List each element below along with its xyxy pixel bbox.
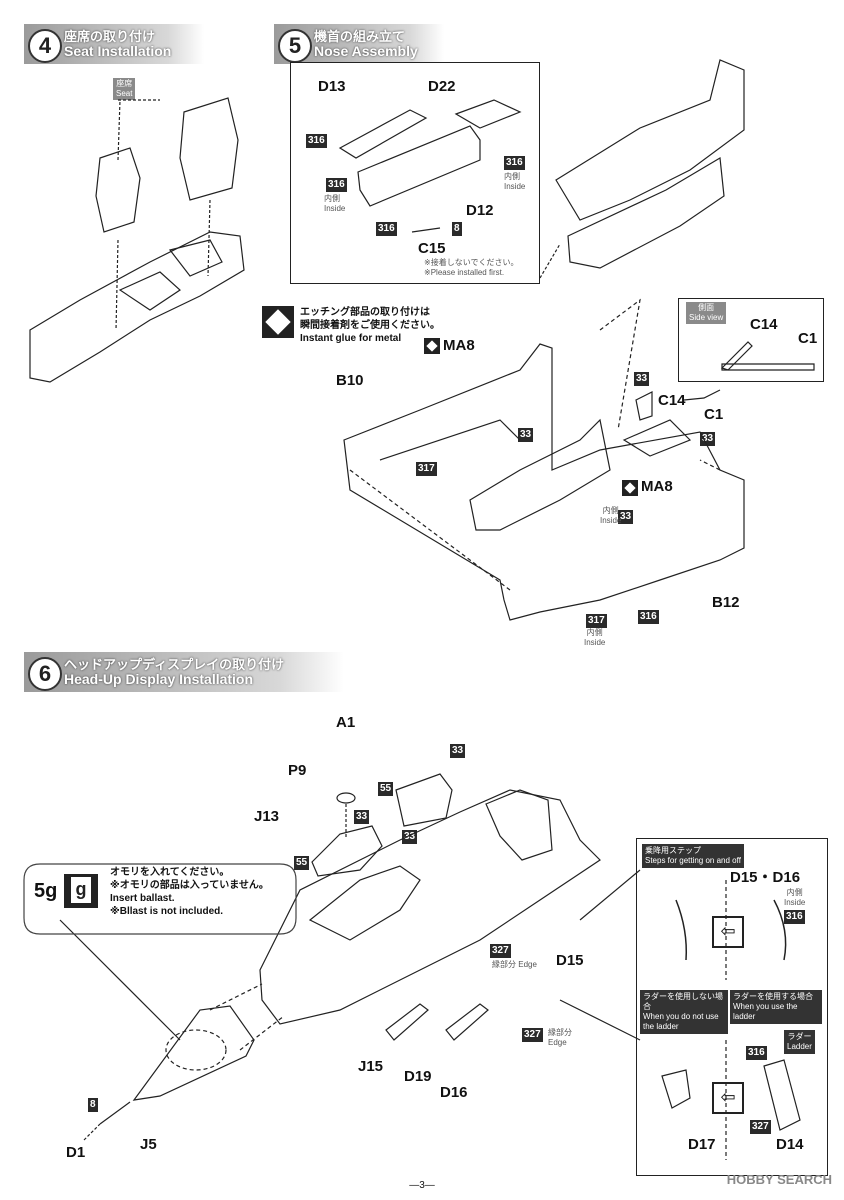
glue-badge-316-b: 316: [326, 178, 347, 192]
glue-badge-8: 8: [452, 222, 462, 236]
step6-number: 6: [28, 657, 62, 691]
ballast-bubble: [23, 863, 297, 935]
glue-badge-316-c: 316: [504, 156, 525, 170]
etch-note: エッチング部品の取り付けは 瞬間接着剤をご使用ください。 Instant glu…: [300, 307, 440, 344]
glue-badge-55-b: 55: [294, 856, 310, 870]
glue-badge-316-a: 316: [306, 134, 327, 148]
glue-badge-316-ladder-b: 316: [746, 1046, 767, 1060]
fuselage-drawing: [343, 298, 745, 621]
seat-tag: 座席 Seat: [113, 78, 136, 100]
ma8-diamond-icon-a: [424, 338, 440, 354]
part-d16: D16: [440, 1084, 468, 1101]
step6-banner: 6 ヘッドアップディスプレイの取り付け Head-Up Display Inst…: [24, 652, 344, 692]
side-view-drawing: [683, 341, 815, 401]
side-view-c14: C14: [750, 316, 778, 333]
swap-arrow-icon-b: ⇦: [712, 1082, 744, 1114]
step6-title-en: Head-Up Display Installation: [64, 671, 254, 687]
part-p9: P9: [288, 762, 307, 779]
ladder-drawing: [559, 869, 801, 1160]
etch-diamond-icon: [262, 306, 294, 338]
part-d19: D19: [404, 1068, 432, 1085]
glue-badge-317-a: 317: [416, 462, 437, 476]
c15-note: ※接着しないでください。※Please installed first.: [424, 258, 519, 277]
part-d17: D17: [688, 1136, 716, 1153]
glue-badge-327-ladder: 327: [750, 1120, 771, 1134]
step5-parts-drawing: [338, 59, 745, 279]
glue-badge-33-b: 33: [518, 428, 534, 442]
ma8-diamond-icon-b: [622, 480, 638, 496]
part-d1: D1: [66, 1144, 86, 1161]
glue-badge-33-a: 33: [634, 372, 650, 386]
part-d12: D12: [466, 202, 494, 219]
ladder-title: D15・D16: [730, 869, 801, 886]
step4-seat-drawing: [29, 97, 245, 383]
weight-icon: g: [64, 874, 98, 908]
step5-title-en: Nose Assembly: [314, 43, 418, 59]
glue-badge-316-fuselage: 316: [638, 610, 659, 624]
part-b12: B12: [712, 594, 740, 611]
edge-note-a: 縁部分 Edge: [492, 960, 537, 969]
step5-title-jp: 機首の組み立て: [314, 29, 406, 44]
glue-badge-55-a: 55: [378, 782, 394, 796]
part-b10: B10: [336, 372, 364, 389]
part-j5: J5: [140, 1136, 157, 1153]
glue-badge-33-s6-b: 33: [354, 810, 370, 824]
part-d22: D22: [428, 78, 456, 95]
page-number: —3—: [409, 1180, 435, 1191]
glue-badge-8-s6: 8: [88, 1098, 98, 1112]
glue-badge-327-b: 327: [522, 1028, 543, 1042]
glue-badge-33-d: 33: [618, 510, 634, 524]
glue-badge-33-s6-a: 33: [450, 744, 466, 758]
swap-arrow-icon-a: ⇦: [712, 916, 744, 948]
part-ma8-a: MA8: [443, 337, 475, 354]
glue-badge-316-ladder: 316: [784, 910, 805, 924]
ballast-note: オモリを入れてください。 ※オモリの部品は入っていません。 Insert bal…: [110, 867, 269, 917]
ballast-weight: 5g: [34, 880, 58, 902]
step6-nose-drawing: [59, 773, 601, 1141]
glue-badge-316-d: 316: [376, 222, 397, 236]
step4-number: 4: [28, 29, 62, 63]
part-j13: J13: [254, 808, 280, 825]
side-view-c1: C1: [798, 330, 818, 347]
part-c15: C15: [418, 240, 446, 257]
part-d14: D14: [776, 1136, 804, 1153]
part-d13: D13: [318, 78, 346, 95]
glue-badge-33-c: 33: [700, 432, 716, 446]
watermark: HOBBY SEARCH: [726, 1172, 832, 1187]
part-c1: C1: [704, 406, 724, 423]
part-a1: A1: [336, 714, 356, 731]
step4-banner: 4 座席の取り付け Seat Installation: [24, 24, 204, 64]
part-c14: C14: [658, 392, 686, 409]
part-ma8-b: MA8: [641, 478, 673, 495]
part-j15: J15: [358, 1058, 384, 1075]
nose-assembly-box: [290, 62, 540, 284]
part-d15: D15: [556, 952, 584, 969]
glue-badge-327-a: 327: [490, 944, 511, 958]
glue-badge-317-b: 317: [586, 614, 607, 628]
step5-banner: 5 機首の組み立て Nose Assembly: [274, 24, 444, 64]
step4-title-en: Seat Installation: [64, 43, 172, 59]
step4-title-jp: 座席の取り付け: [64, 29, 156, 44]
step6-title-jp: ヘッドアップディスプレイの取り付け: [64, 657, 285, 672]
